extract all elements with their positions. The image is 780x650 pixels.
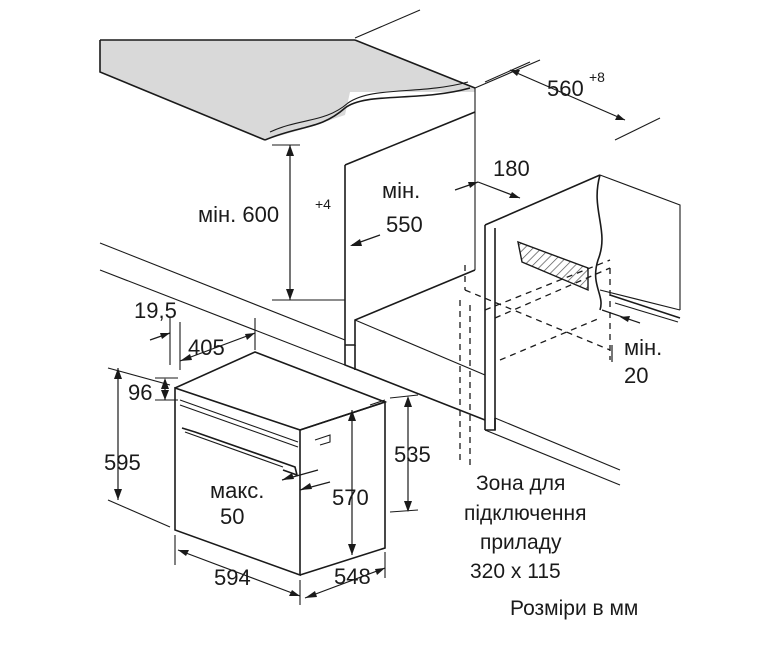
label-oven-height: 595 [104, 450, 141, 475]
left-cabinet [99, 111, 486, 421]
dimension-lines [107, 61, 661, 605]
connection-zone [517, 240, 589, 292]
label-oven-depth: 548 [334, 564, 371, 589]
back-wall [354, 9, 541, 270]
label-height-min: мін. 600 [198, 202, 279, 227]
label-body-height: 570 [332, 485, 369, 510]
note-zone-line-2: підключення [464, 502, 586, 525]
note-zone-line-1: Зона для [476, 472, 565, 495]
note-units: Розміри в мм [510, 597, 638, 620]
right-niche [459, 174, 681, 486]
oven [174, 351, 388, 577]
label-oven-width: 594 [214, 565, 251, 590]
label-width-top-tolerance: +8 [589, 69, 605, 85]
label-width-top: 560 [547, 76, 584, 101]
label-height-min-tolerance: +4 [315, 196, 331, 212]
countertop [99, 39, 476, 141]
note-zone-line-4: 320 x 115 [470, 560, 561, 583]
labels: 560 +8 мін. 600 +4 мін. 550 180 мін. 20 … [104, 69, 662, 620]
note-zone-line-3: приладу [480, 531, 562, 554]
label-inner-height: 535 [394, 442, 431, 467]
label-max-prefix: макс. [210, 478, 264, 503]
label-side-min-prefix: мін. [624, 335, 662, 360]
label-panel-width: 405 [188, 335, 225, 360]
label-offset: 19,5 [134, 298, 177, 323]
label-gap: 180 [493, 156, 530, 181]
label-depth-min-prefix: мін. [382, 178, 420, 203]
label-side-min-value: 20 [624, 363, 648, 388]
label-depth-min-value: 550 [386, 212, 423, 237]
label-max-value: 50 [220, 504, 244, 529]
label-panel-height: 96 [128, 380, 152, 405]
